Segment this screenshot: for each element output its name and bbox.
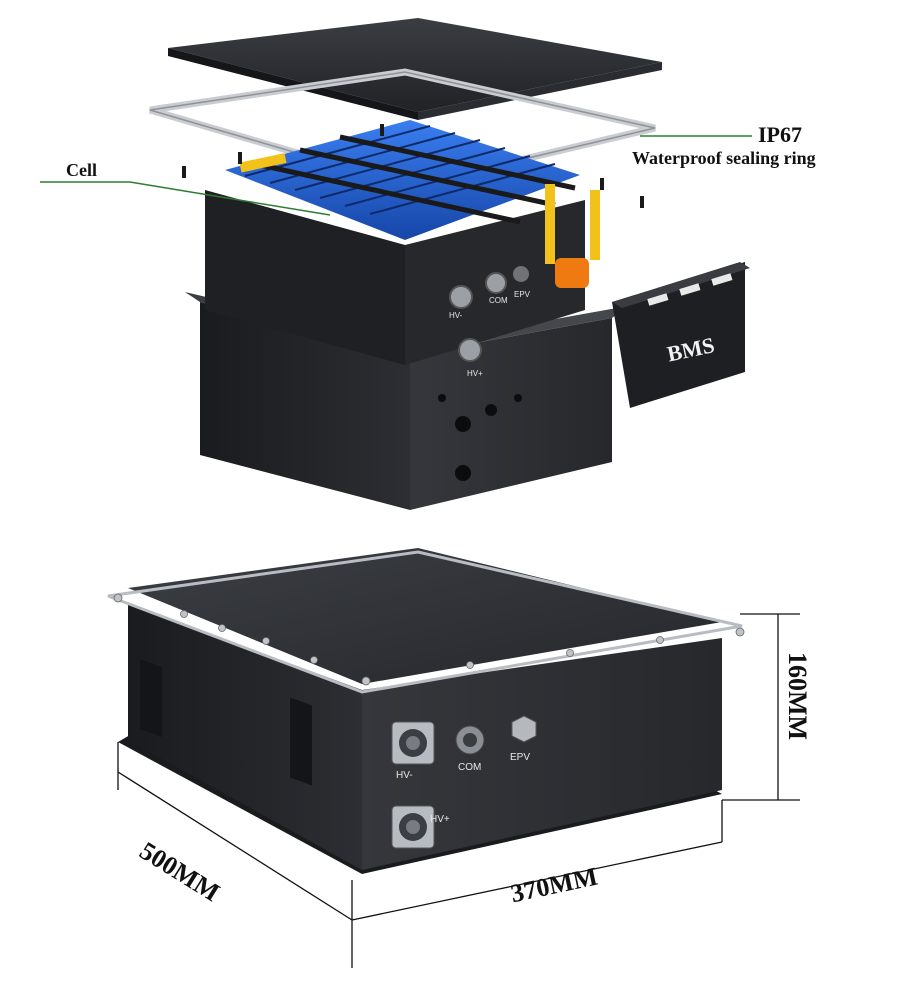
- module-com-label: COM: [489, 296, 508, 305]
- lid: [168, 18, 662, 120]
- bms-box: BMS: [612, 262, 750, 408]
- module-hv-minus-label: HV-: [449, 311, 463, 320]
- hv-minus-label: HV-: [396, 770, 413, 781]
- hv-plus-label: HV+: [430, 814, 450, 825]
- module-epv-label: EPV: [514, 290, 531, 299]
- callout-leaders: [40, 135, 752, 216]
- com-label: COM: [458, 762, 481, 773]
- cell-leader: [40, 181, 331, 216]
- ip67-label: IP67: [758, 122, 802, 147]
- cell-module: HV- COM EPV HV+: [182, 120, 644, 378]
- assembled-view: HV- COM EPV HV+: [107, 548, 800, 968]
- connector-panel: HV- COM EPV HV+: [391, 715, 537, 849]
- cell-label: Cell: [66, 160, 97, 180]
- exploded-view: HV- COM EPV HV+ BMS: [40, 18, 752, 510]
- epv-label: EPV: [510, 752, 530, 763]
- fuse-connector: [555, 258, 589, 288]
- dimension-lines: [117, 613, 800, 968]
- module-hv-plus-label: HV+: [467, 369, 483, 378]
- sealing-ring-label: Waterproof sealing ring: [632, 148, 816, 168]
- dimension-height-label: 160MM: [783, 652, 812, 741]
